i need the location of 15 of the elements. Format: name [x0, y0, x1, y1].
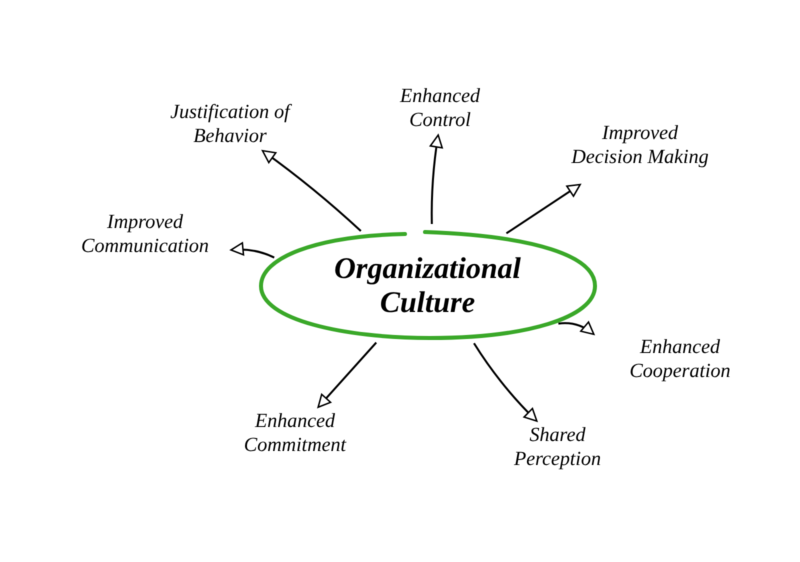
arrow: [430, 134, 444, 224]
outcome-text: Improved Communication: [80, 210, 210, 258]
outcome-text: Enhanced Commitment: [242, 409, 348, 457]
outcome-text: Justification of Behavior: [169, 100, 293, 148]
outcome-text: Enhanced Cooperation: [628, 335, 732, 383]
outcome-text: Enhanced Control: [398, 84, 481, 132]
arrow: [558, 321, 595, 336]
center-title: Organizational Culture: [333, 252, 522, 320]
outcome-text: Improved Decision Making: [570, 121, 710, 169]
arrow: [230, 242, 275, 258]
arrow: [506, 184, 581, 234]
arrow: [473, 342, 538, 422]
outcome-text: Shared Perception: [512, 423, 602, 471]
arrow: [262, 150, 362, 232]
arrow: [317, 342, 377, 408]
